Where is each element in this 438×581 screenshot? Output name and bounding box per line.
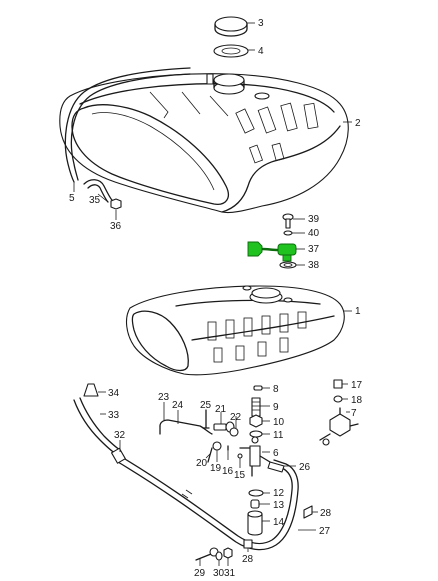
callout-39: 39: [308, 214, 320, 225]
callout-19: 19: [210, 463, 222, 474]
callout-38: 38: [308, 260, 320, 271]
callout-18: 18: [351, 395, 363, 406]
callout-15: 15: [234, 470, 246, 481]
hose-clamp[interactable]: [248, 489, 264, 497]
callout-11: 11: [273, 430, 284, 441]
vent-hose[interactable]: [64, 67, 191, 183]
mounting-washer[interactable]: [215, 551, 223, 561]
callout-34: 34: [108, 388, 120, 399]
sender-seal[interactable]: [279, 261, 297, 269]
callout-28: 28: [320, 508, 332, 519]
tap-gasket[interactable]: [249, 430, 263, 438]
callout-9: 9: [273, 402, 279, 413]
callout-24: 24: [172, 400, 184, 411]
callout-4: 4: [258, 46, 264, 57]
callout-32: 32: [114, 430, 126, 441]
sender-bolt[interactable]: [282, 213, 294, 229]
tap-screen[interactable]: [251, 397, 261, 417]
fuel-tap[interactable]: [239, 436, 271, 477]
callout-25: 25: [200, 400, 212, 411]
callout-10: 10: [273, 417, 285, 428]
upper-fuel-tank[interactable]: [59, 73, 349, 214]
callout-6: 6: [273, 448, 279, 459]
pipe-bracket[interactable]: [243, 539, 253, 549]
pivot-pin[interactable]: [207, 447, 213, 463]
callout-13: 13: [273, 500, 285, 511]
callout-17: 17: [351, 380, 363, 391]
callout-20: 20: [196, 458, 208, 469]
callout-27: 27: [319, 526, 331, 537]
pivot-washer[interactable]: [212, 441, 222, 451]
callout-26: 26: [299, 462, 311, 473]
fuel-hose-left[interactable]: [73, 399, 117, 455]
callout-16: 16: [222, 466, 234, 477]
valve-cap[interactable]: [333, 379, 343, 389]
mounting-nut[interactable]: [223, 547, 233, 559]
clamp-nut[interactable]: [229, 427, 239, 437]
callout-30: 30: [213, 568, 225, 579]
callout-28b: 28: [242, 554, 254, 565]
tank-cap[interactable]: [214, 16, 248, 37]
callout-35: 35: [89, 195, 101, 206]
callout-31: 31: [224, 568, 236, 579]
callout-23: 23: [158, 392, 170, 403]
callout-22: 22: [230, 412, 242, 423]
fuel-level-sender[interactable]: [247, 241, 297, 262]
fuel-valve[interactable]: [319, 407, 359, 446]
breather-tube[interactable]: [83, 179, 113, 201]
callout-8: 8: [273, 384, 279, 395]
filter-bowl[interactable]: [247, 510, 263, 536]
mounting-clip[interactable]: [303, 505, 313, 519]
callout-12: 12: [273, 488, 285, 499]
fuel-hose-short[interactable]: [267, 461, 285, 473]
spring-clip[interactable]: [237, 453, 243, 459]
lower-fuel-tank[interactable]: [125, 285, 345, 376]
mounting-bolt[interactable]: [195, 547, 219, 561]
rod-clip[interactable]: [202, 409, 210, 429]
callout-33: 33: [108, 410, 120, 421]
control-rod[interactable]: [159, 419, 213, 435]
tap-nut[interactable]: [249, 414, 263, 428]
hose-clip[interactable]: [250, 499, 260, 509]
pipe-fitting[interactable]: [110, 447, 126, 464]
callout-5: 5: [69, 193, 75, 204]
drain-plug[interactable]: [110, 198, 122, 210]
grommet[interactable]: [83, 383, 99, 397]
callout-36: 36: [110, 221, 122, 232]
tap-seal[interactable]: [253, 385, 263, 391]
callout-3: 3: [258, 18, 264, 29]
callout-21: 21: [215, 404, 227, 415]
cap-seal-ring[interactable]: [213, 44, 249, 58]
callout-14: 14: [273, 517, 285, 528]
callout-2: 2: [355, 118, 361, 129]
callout-labels: 3 4 2 5 35 36 39 40 37 38 1 34 33 32 23 …: [69, 18, 363, 579]
sender-washer[interactable]: [283, 230, 293, 236]
valve-ring[interactable]: [333, 395, 343, 403]
callout-40: 40: [308, 228, 320, 239]
callout-37: 37: [308, 244, 320, 255]
leader-lines: [73, 22, 352, 566]
fuel-pipe[interactable]: [119, 455, 293, 545]
callout-29: 29: [194, 568, 206, 579]
callout-7: 7: [351, 408, 357, 419]
callout-1: 1: [355, 306, 361, 317]
